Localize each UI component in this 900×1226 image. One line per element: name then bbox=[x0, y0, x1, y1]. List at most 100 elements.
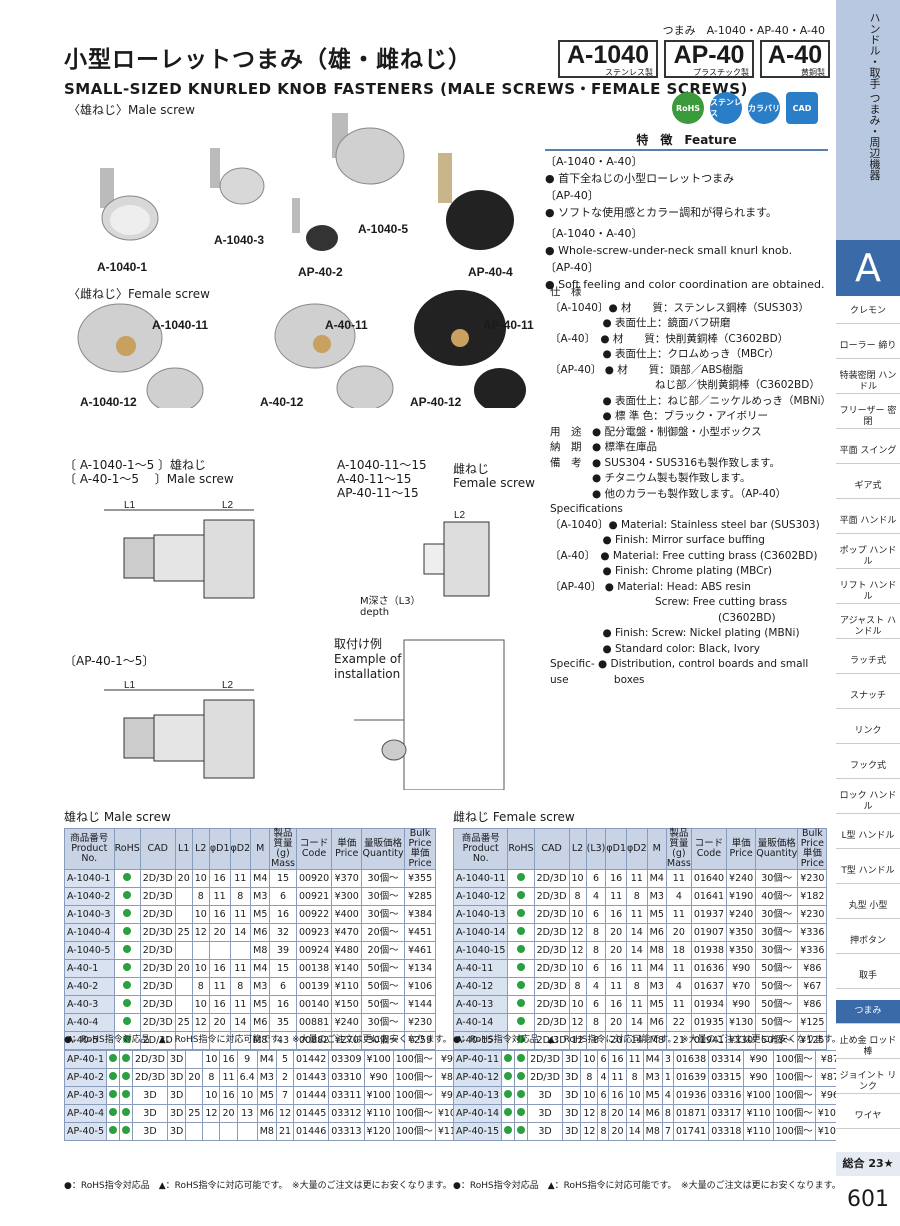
table-cell: ¥240 bbox=[726, 905, 757, 924]
sidebar-item[interactable]: ギア式 bbox=[836, 475, 900, 499]
table-cell: ¥134 bbox=[404, 959, 436, 978]
sidebar-item[interactable]: ローラー 締り bbox=[836, 335, 900, 359]
table-cell: M4 bbox=[646, 959, 667, 978]
table-cell: 03318 bbox=[708, 1122, 745, 1141]
rohs-dot-cell bbox=[113, 941, 141, 960]
table-cell: 30個～ bbox=[755, 941, 799, 960]
table-cell: A-40-1 bbox=[64, 959, 115, 978]
table-cell: 01741 bbox=[672, 1122, 710, 1141]
table-cell: 03317 bbox=[708, 1104, 745, 1123]
sidebar-item[interactable]: ポップ ハンドル bbox=[836, 545, 900, 569]
table-cell: M3 bbox=[646, 977, 667, 996]
sidebar-item[interactable]: 平面 ハンドル bbox=[836, 510, 900, 534]
sidebar-item[interactable]: T型 ハンドル bbox=[836, 860, 900, 884]
table-cell: 10 bbox=[568, 995, 587, 1014]
spec-en-line: 〔A-1040〕● Material: Stainless steel bar … bbox=[550, 518, 820, 531]
sidebar-item[interactable]: ラッチ式 bbox=[836, 650, 900, 674]
install-example: 取付け例 Example of installation bbox=[334, 637, 401, 682]
spec-jp-line: ねじ部／快削黄銅棒（C3602BD） bbox=[550, 379, 820, 391]
sidebar-item[interactable]: 押ボタン bbox=[836, 930, 900, 954]
table-cell: M8 bbox=[646, 941, 667, 960]
table-cell: ¥90 bbox=[726, 959, 757, 978]
table-cell: A-1040-11 bbox=[452, 869, 509, 888]
sidebar-item[interactable]: 特装密閉 ハンドル bbox=[836, 370, 900, 394]
table-cell: 2D/3D bbox=[139, 905, 176, 924]
table-cell: 30個～ bbox=[361, 887, 406, 906]
rohs-dot-cell bbox=[106, 1068, 121, 1087]
rohs-dot-cell bbox=[106, 1122, 121, 1141]
table-cell: 16 bbox=[208, 905, 231, 924]
table-cell: 10 bbox=[580, 1086, 599, 1105]
sidebar-item[interactable]: クレモン bbox=[836, 300, 900, 324]
sidebar-item[interactable]: リフト ハンドル bbox=[836, 580, 900, 604]
table-cell: 50個～ bbox=[755, 1013, 799, 1032]
rohs-dot-icon bbox=[517, 1017, 525, 1025]
table-cell: 00882 bbox=[295, 1031, 333, 1050]
sidebar-item[interactable]: 取手 bbox=[836, 965, 900, 989]
table-cell: 100個～ bbox=[772, 1086, 816, 1105]
rohs-dot-icon bbox=[517, 1072, 526, 1080]
table-cell: 01446 bbox=[293, 1122, 330, 1141]
sidebar-item[interactable]: フリーザー 密閉 bbox=[836, 405, 900, 429]
female-screw-table: 商品番号 Product No. RoHS CAD L2 (L3) φD1 φD… bbox=[452, 828, 828, 1050]
table-cell bbox=[191, 941, 210, 960]
table-cell: A-40-12 bbox=[452, 977, 509, 996]
sidebar-item[interactable]: フック式 bbox=[836, 755, 900, 779]
table-cell: 10 bbox=[568, 905, 587, 924]
table-cell: ¥480 bbox=[331, 941, 363, 960]
table-cell: 43 bbox=[269, 1031, 297, 1050]
sidebar-item[interactable]: 止め金 ロッド棒 bbox=[836, 1035, 900, 1059]
code-ap40-sub: プラスチック製 bbox=[693, 68, 749, 77]
table-cell: ¥350 bbox=[726, 941, 757, 960]
table-cell: ¥110 bbox=[331, 977, 363, 996]
table-cell: 100個～ bbox=[772, 1068, 816, 1087]
rohs-dot-icon bbox=[504, 1126, 513, 1134]
sidebar-item[interactable]: ジョイント リンク bbox=[836, 1070, 900, 1094]
table-cell: 25 bbox=[174, 923, 193, 942]
table-cell: AP-40-14 bbox=[452, 1104, 503, 1123]
sidebar-item[interactable]: L型 ハンドル bbox=[836, 825, 900, 849]
female-diagram-title-label: 雌ねじ Female screw bbox=[453, 462, 535, 490]
spec-en-line: Screw: Free cutting brass bbox=[550, 596, 788, 608]
th-price: 単価 Price bbox=[726, 828, 757, 870]
table-cell bbox=[229, 941, 252, 960]
rohs-dot-icon bbox=[122, 1072, 131, 1080]
table-cell: 6 bbox=[585, 905, 607, 924]
table-cell: 30個～ bbox=[755, 923, 799, 942]
th-mass: 製品質量(g) Mass bbox=[269, 828, 297, 870]
rohs-dot-cell bbox=[113, 923, 141, 942]
rohs-dot-cell bbox=[119, 1104, 134, 1123]
table-cell: AP-40-2 bbox=[63, 1068, 108, 1087]
sidebar-item[interactable]: ロック ハンドル bbox=[836, 790, 900, 814]
sidebar-item[interactable]: リンク bbox=[836, 720, 900, 744]
photo-label-a40-12: A-40-12 bbox=[260, 395, 304, 409]
sidebar-item[interactable]: つまみ bbox=[836, 1000, 900, 1024]
photo-ap40-11 bbox=[414, 290, 506, 366]
table-cell: ¥270 bbox=[331, 1031, 363, 1050]
rohs-dot-cell bbox=[113, 1031, 141, 1050]
table-cell: 2D/3D bbox=[139, 1013, 176, 1032]
table-cell: A-1040-14 bbox=[452, 923, 509, 942]
table-cell: 21 bbox=[275, 1122, 295, 1141]
sidebar-item[interactable]: アジャスト ハンドル bbox=[836, 615, 900, 639]
photo-label-a1040-11: A-1040-11 bbox=[152, 318, 209, 332]
rohs-dot-cell bbox=[106, 1050, 121, 1069]
table-cell: ¥240 bbox=[331, 1013, 363, 1032]
table-cell: M8 bbox=[250, 941, 271, 960]
sidebar-item[interactable]: 平面 スイング bbox=[836, 440, 900, 464]
table-cell: 20 bbox=[605, 1013, 627, 1032]
rohs-dot-cell bbox=[507, 1013, 535, 1032]
table-cell bbox=[236, 1122, 258, 1141]
table-cell: 2D/3D bbox=[533, 995, 570, 1014]
code-a1040-sub: ステンレス製 bbox=[605, 68, 653, 77]
rohs-dot-icon bbox=[123, 927, 132, 935]
table-cell: 4 bbox=[585, 977, 607, 996]
sidebar-item[interactable]: 丸型 小型 bbox=[836, 895, 900, 919]
sidebar-item[interactable]: スナッチ bbox=[836, 685, 900, 709]
sidebar-item[interactable]: ワイヤ bbox=[836, 1105, 900, 1129]
table-cell: 11 bbox=[229, 905, 252, 924]
table-cell: 00922 bbox=[295, 905, 333, 924]
table-cell: 16 bbox=[269, 995, 297, 1014]
